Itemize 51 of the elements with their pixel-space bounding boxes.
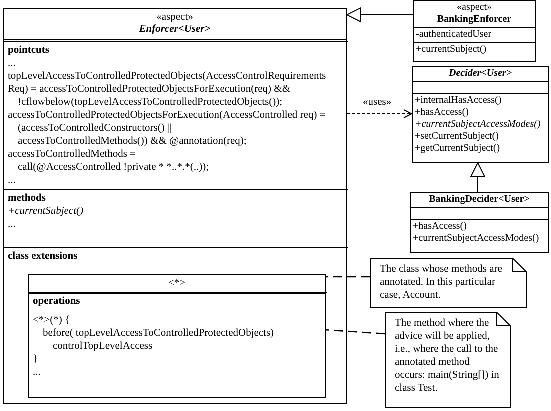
class-text: <*> — [167, 278, 187, 290]
class-text: !cflowbelow(topLevelAccessToControlledProtectedObjects()); — [17, 97, 284, 109]
class-text: +currentSubjectAccessModes() — [415, 119, 542, 131]
note — [370, 258, 527, 308]
class-text: BankingDecider<User> — [428, 194, 531, 206]
class-box — [410, 192, 549, 253]
class-text: «aspect» — [156, 12, 194, 24]
class-text: accessToControlledMethods = — [8, 149, 137, 161]
class-text: accessToControlledProtectedObjectsForExecution(AccessControlled req) = — [8, 110, 327, 122]
class-text: pointcuts — [8, 45, 50, 57]
class-text: BankingEnforcer — [436, 14, 513, 26]
class-text: methods — [8, 193, 47, 205]
aspect-class-box — [3, 8, 347, 404]
class-text: ... — [8, 58, 17, 70]
class-text: +currentSubjectAccessModes() — [413, 233, 540, 245]
class-text: class extensions — [8, 251, 79, 263]
arrow — [346, 110, 412, 118]
class-box — [28, 274, 326, 398]
class-text: ... — [8, 175, 17, 187]
class-text: accessToControlledMethods()) && @annotation(req); — [17, 136, 248, 148]
class-text: Enforcer<User> — [138, 24, 212, 36]
class-text: } — [33, 354, 40, 366]
class-text: -authenticatedUser — [416, 29, 493, 41]
arrow — [470, 162, 486, 192]
note — [385, 312, 511, 408]
arrow — [346, 8, 414, 22]
class-text: +internalHasAccess() — [415, 95, 503, 107]
class-text: Req) = accessToControlledProtectedObjectsForExecution(req) && — [8, 84, 292, 96]
class-text: Decider<User> — [448, 68, 514, 80]
class-text: +hasAccess() — [413, 221, 468, 233]
note-text: The method where the advice will be applied, i.e., where the call to the annotated method occurs: main(String[]) in class Test. — [395, 317, 500, 395]
class-text: call(@AccessControlled !private * *..*.*(..)); — [17, 162, 210, 174]
class-text: «aspect» — [456, 2, 493, 14]
class-text: <*>(*) { — [33, 315, 72, 327]
class-text: +currentSubject() — [416, 44, 488, 56]
class-text: +hasAccess() — [415, 107, 470, 119]
class-text: (accessToControlledConstructors() || — [17, 123, 173, 135]
class-text: +getCurrentSubject() — [415, 143, 502, 155]
class-text: operations — [33, 296, 82, 308]
class-text: ... — [8, 219, 17, 231]
leader-line — [324, 329, 386, 335]
class-text: before( topLevelAccessToControlledProtectedObjects) — [42, 328, 276, 340]
leader-line — [325, 276, 370, 278]
class-text: +currentSubject() — [8, 206, 85, 218]
class-text: controlTopLevelAccess — [52, 341, 154, 353]
note-text: The class whose methods are annotated. In this particular case, Account. — [380, 263, 504, 302]
class-text: topLevelAccessToControlledProtectedObjects(AccessControlRequirements — [8, 71, 328, 83]
class-box — [413, 0, 536, 62]
abstract-class-box — [412, 66, 549, 163]
class-text: ... — [33, 367, 42, 379]
class-text: +setCurrentSubject() — [415, 131, 500, 143]
